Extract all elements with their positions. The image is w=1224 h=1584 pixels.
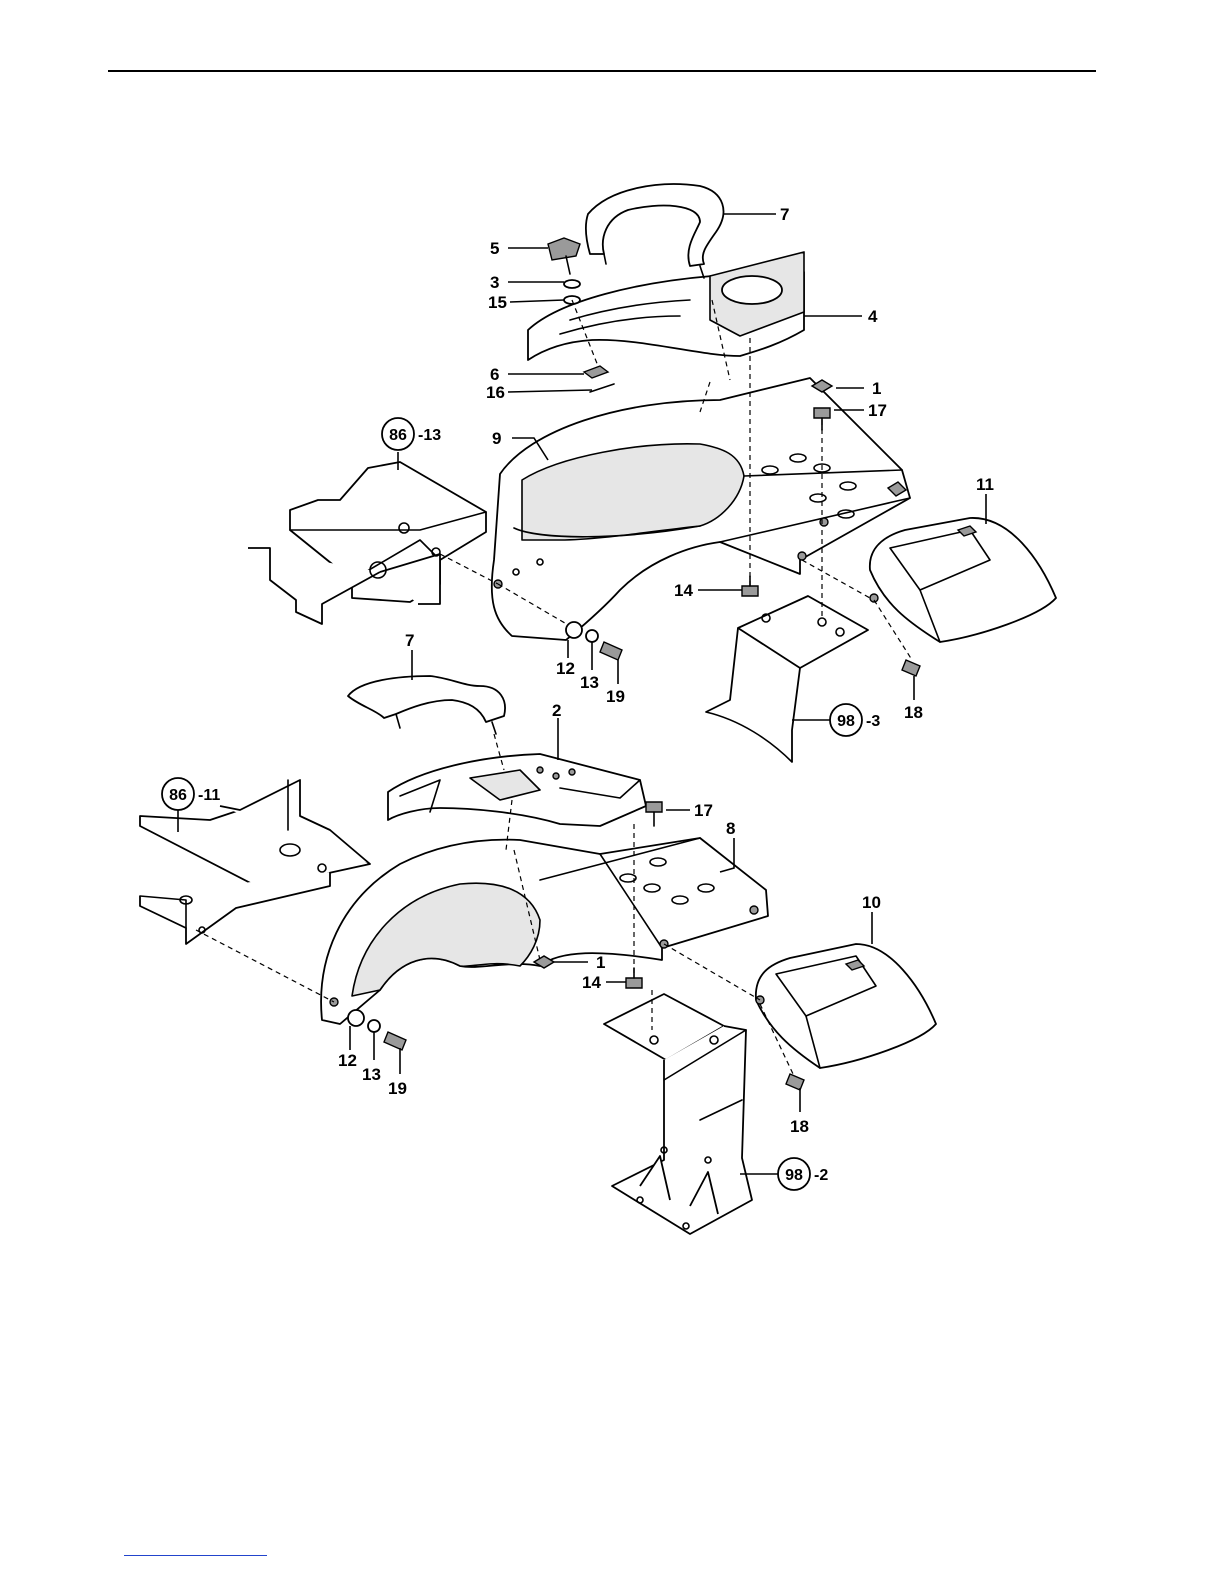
callout-1-lower: 1 [596,953,605,972]
reference-86-11-suffix: -11 [198,787,220,804]
reference-86-13: 86 -13 [382,418,441,450]
callout-19-upper: 19 [606,687,625,706]
reference-86-11-circle: 86 [169,787,187,804]
grip-handle-lower [348,676,505,734]
cover-upper [870,518,1056,642]
reference-98-2-suffix: -2 [814,1167,828,1184]
reference-86-13-circle: 86 [389,427,407,444]
callout-4: 4 [868,307,878,326]
reference-98-3-suffix: -3 [866,713,880,730]
callout-19-lower: 19 [388,1079,407,1098]
footer-link-underline[interactable] [124,1555,267,1556]
support-bracket-upper [706,596,868,762]
reference-98-3-circle: 98 [837,713,855,730]
fender-upper [492,378,910,640]
callout-17-lower: 17 [694,801,713,820]
callout-6: 6 [490,365,499,384]
callout-18-lower: 18 [790,1117,809,1136]
callout-11: 11 [976,475,994,494]
callout-1-upper: 1 [872,379,881,398]
reference-98-2: 98 -2 [778,1158,828,1190]
grip-handle-upper [586,184,724,278]
callout-12-upper: 12 [556,659,575,678]
frame-upper [248,462,486,624]
callout-16: 16 [486,383,505,402]
reference-86-11: 86 -11 [162,778,220,810]
callout-14-upper: 14 [674,581,693,600]
cover-lower [756,944,936,1068]
callout-7-upper: 7 [780,205,789,224]
callout-15: 15 [488,293,507,312]
callout-14-lower: 14 [582,973,601,992]
callout-17-upper: 17 [868,401,887,420]
callout-13-lower: 13 [362,1065,381,1084]
callout-12-lower: 12 [338,1051,357,1070]
support-bracket-lower [604,994,752,1234]
callout-18-upper: 18 [904,703,923,722]
fender-cover-panel [388,754,646,826]
callout-2: 2 [552,701,561,720]
callout-7-lower: 7 [405,631,414,650]
callout-3: 3 [490,273,499,292]
callout-9: 9 [492,429,501,448]
reference-98-3: 98 -3 [830,704,880,736]
callout-13-upper: 13 [580,673,599,692]
reference-86-13-suffix: -13 [418,427,441,444]
fender-lower [321,838,768,1024]
callout-8: 8 [726,819,735,838]
callout-10: 10 [862,893,881,912]
reference-98-2-circle: 98 [785,1167,803,1184]
callout-5: 5 [490,239,499,258]
